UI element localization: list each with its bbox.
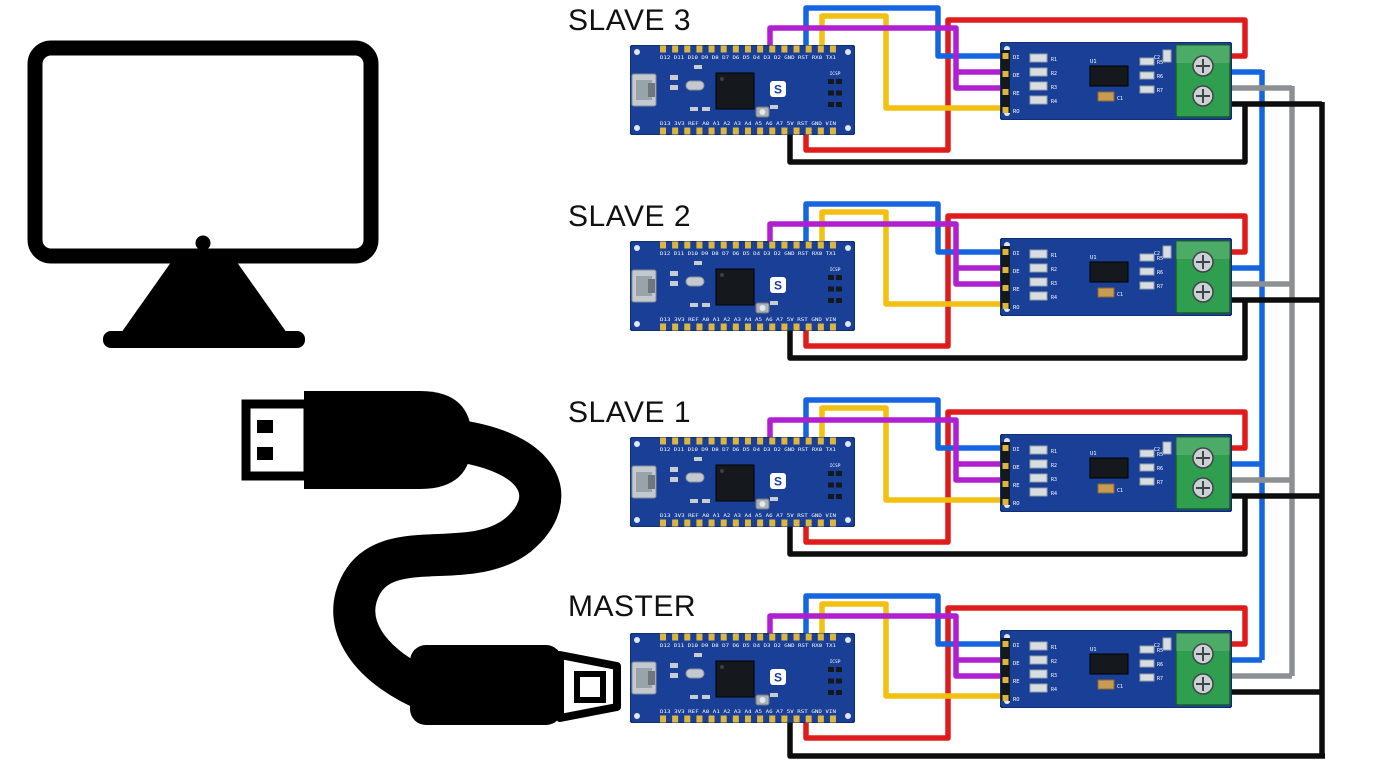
monitor-stand [121,258,287,333]
label-master: MASTER [568,590,697,623]
rs485-module-slave3 [1000,42,1232,120]
mini-usb-contact [574,671,606,703]
usb-a-body [304,391,472,489]
nano-board-master [630,633,855,723]
usb-a-shell [241,399,313,481]
ground-wire-master [787,718,1325,759]
monitor-screen [27,40,379,264]
usb-a-contact-1 [257,420,273,433]
rs485-module-slave2 [1000,238,1232,316]
cable-cord [333,419,562,713]
nano-board-slave1 [630,437,855,527]
rs485-module-master [1000,630,1232,708]
usb-cable-icon [241,391,621,725]
usb-a-contact-2 [257,447,273,460]
label-slave1: SLAVE 1 [568,396,692,429]
computer-monitor-icon [27,40,379,348]
monitor-dot [195,235,211,251]
label-slave3: SLAVE 3 [568,4,692,37]
nano-board-slave2 [630,241,855,331]
monitor-base [103,331,305,348]
rs485-module-slave1 [1000,434,1232,512]
label-slave2: SLAVE 2 [568,200,692,233]
rs485-bus-lines [1259,70,1325,756]
nano-board-slave3 [630,45,855,135]
mini-usb-body [410,645,562,725]
